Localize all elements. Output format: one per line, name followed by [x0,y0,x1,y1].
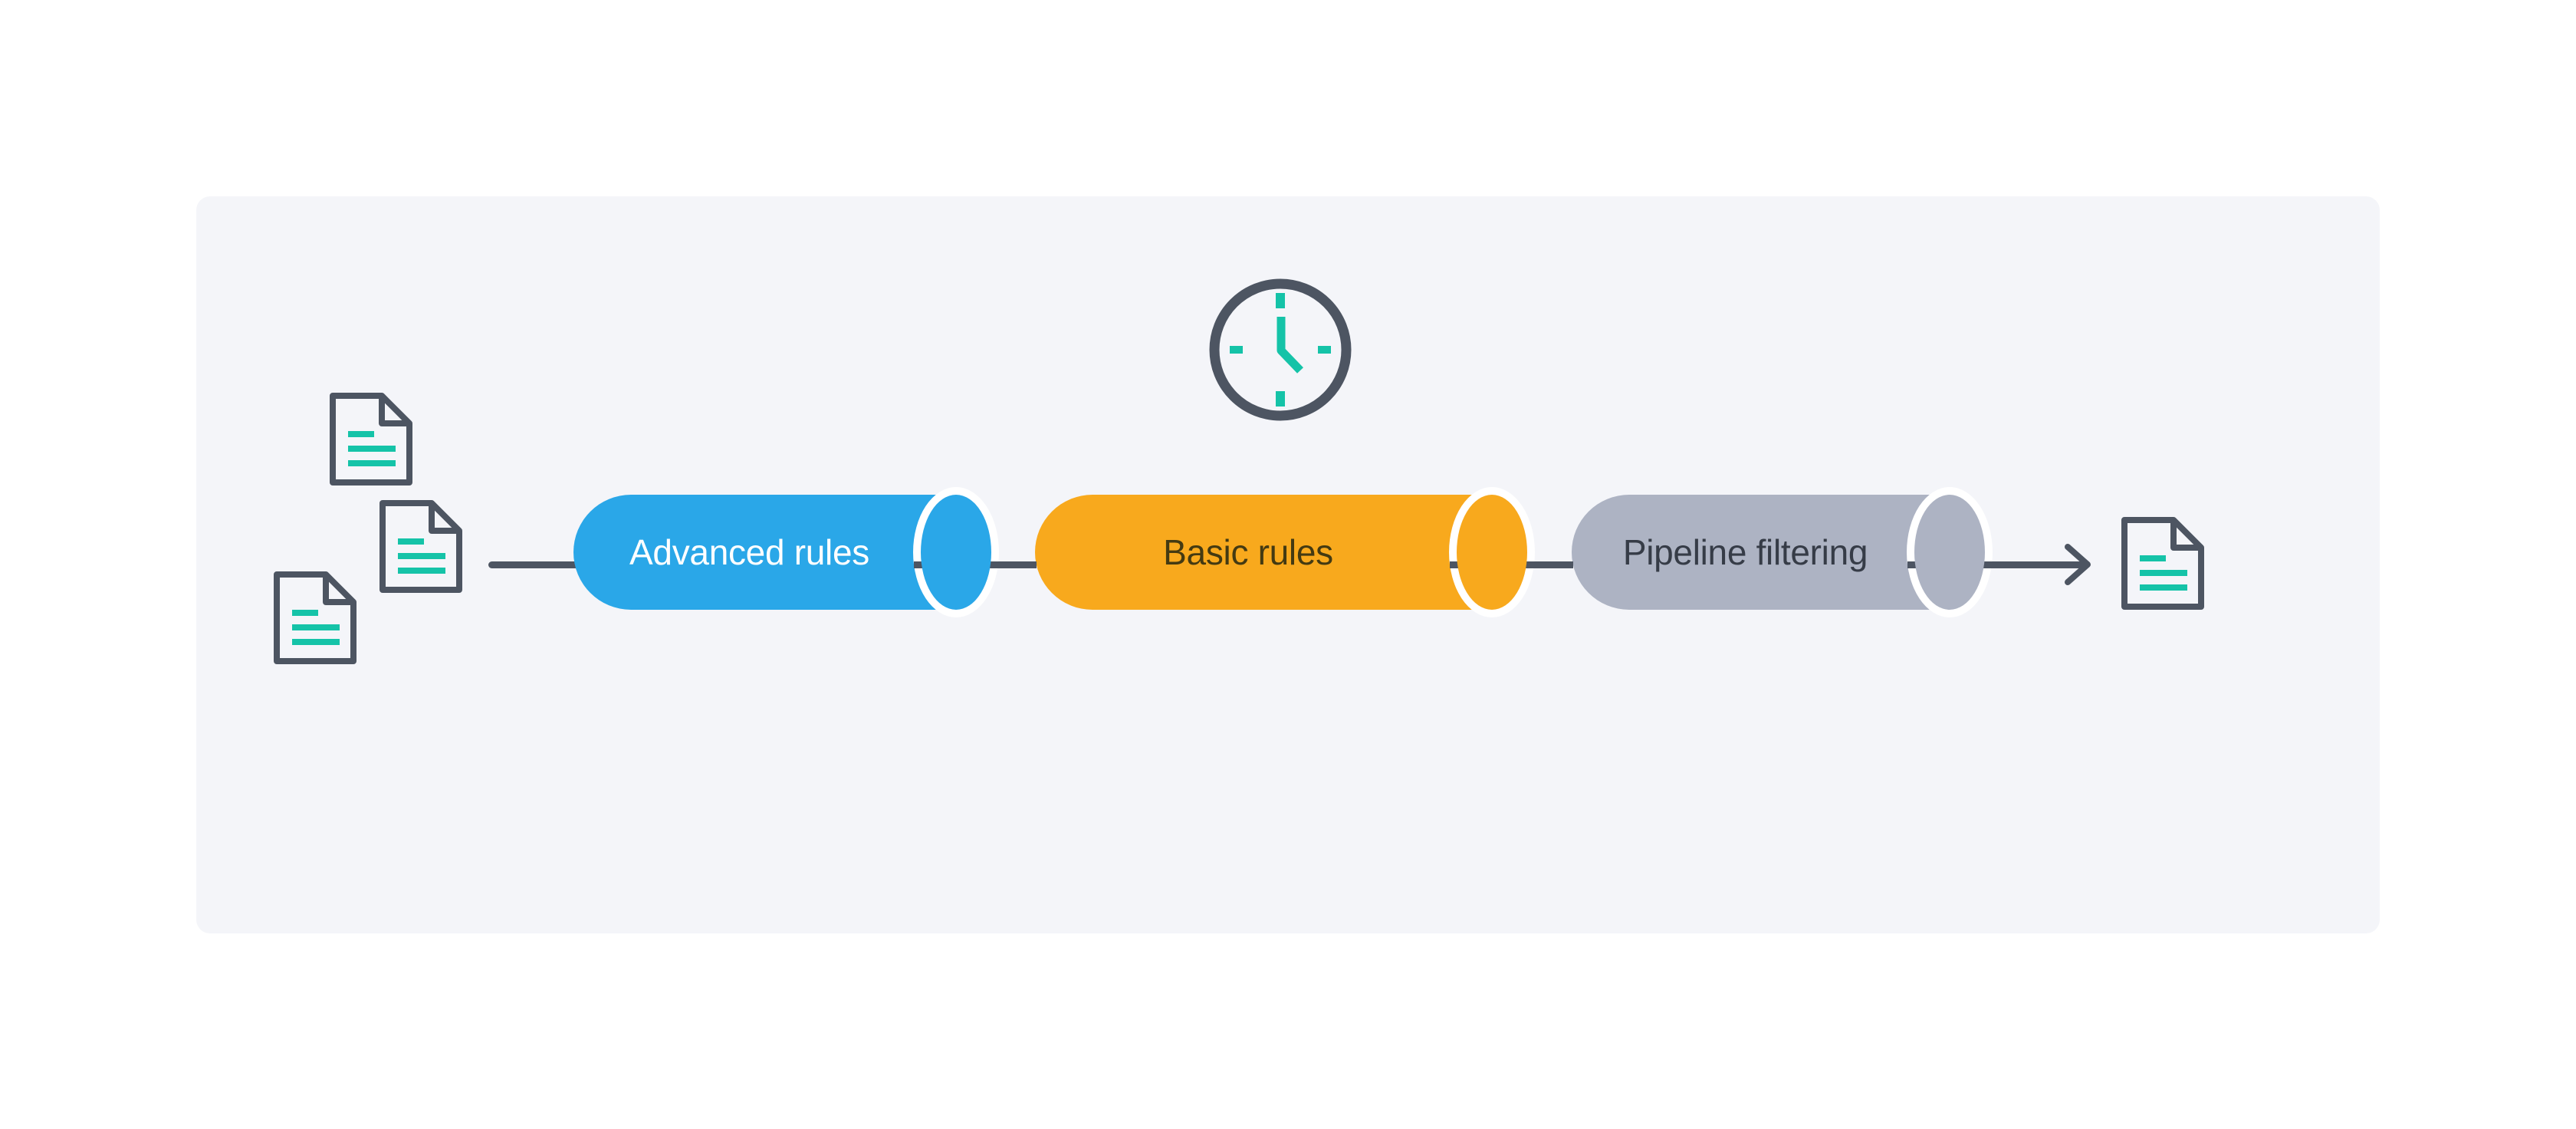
stage-body [1035,495,1492,610]
stage-label: Basic rules [1163,532,1333,572]
clock-tick-6 [1276,391,1285,407]
stage-basic-rules: Basic rules [1035,487,1535,617]
input-document-icon-3 [274,571,356,664]
clock-tick-3 [1318,346,1331,354]
stage-cap [1457,495,1527,610]
stage-label: Pipeline filtering [1622,532,1868,572]
stage-cap [921,495,991,610]
input-document-icon-2 [380,500,462,593]
stage-cap [1914,495,1985,610]
stage-pipeline-filtering: Pipeline filtering [1572,487,1993,617]
clock-icon [1209,278,1352,421]
connector-line-input [488,561,579,568]
clock-tick-12 [1276,293,1285,308]
connector-line-output [1907,561,2088,568]
stage-label: Advanced rules [629,532,869,572]
stage-advanced-rules: Advanced rules [573,487,999,617]
arrow-right-icon [2065,544,2091,585]
clock-hands [1276,317,1303,374]
stage-body [1572,495,1950,610]
input-document-icon-1 [330,393,412,486]
stage-body [573,495,956,610]
clock-tick-9 [1230,346,1243,354]
output-document-icon [2121,517,2204,610]
